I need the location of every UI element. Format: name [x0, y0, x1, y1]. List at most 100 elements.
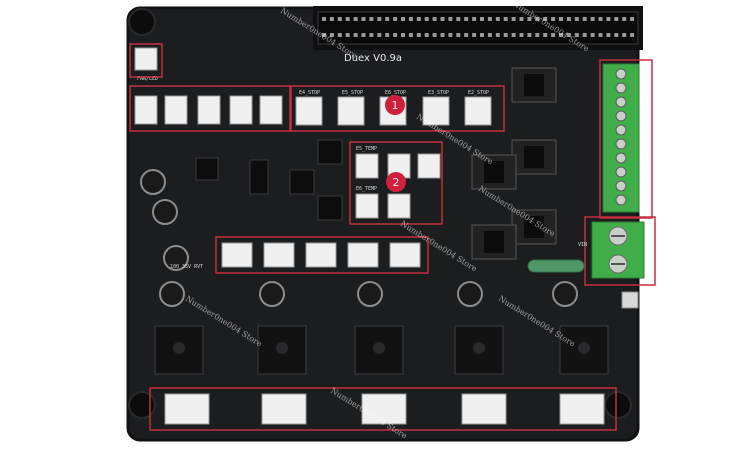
- header-pin: [440, 17, 445, 21]
- header-pin: [543, 33, 548, 37]
- endstop-label-5: E2_STOP: [468, 90, 489, 96]
- header-pin: [527, 17, 532, 21]
- header-pin: [606, 17, 611, 21]
- header-pin: [614, 17, 619, 21]
- header-pin: [574, 17, 579, 21]
- terminal-screw: [615, 82, 627, 94]
- endstop-connectors: [295, 96, 492, 126]
- endstop-label-1: E4_STOP: [299, 90, 320, 96]
- temp-connector: [355, 153, 379, 179]
- header-pin: [614, 33, 619, 37]
- svg-text:2: 2: [393, 176, 400, 189]
- motor-connector: [261, 393, 307, 425]
- fan-connector-2: [305, 242, 337, 268]
- small-ics: [195, 139, 343, 221]
- header-pin: [622, 17, 627, 21]
- header-pin: [551, 17, 556, 21]
- fan-connectors-row2: [221, 242, 421, 268]
- header-pin: [448, 17, 453, 21]
- terminal-screw: [615, 194, 627, 206]
- header-pin: [353, 33, 358, 37]
- header-pin: [408, 17, 413, 21]
- header-pin: [622, 33, 627, 37]
- vin-label: VIN: [578, 242, 587, 248]
- header-pin: [472, 33, 477, 37]
- driver-logo: [373, 342, 385, 354]
- header-pin: [574, 33, 579, 37]
- header-pin: [472, 17, 477, 21]
- driver-logo: [276, 342, 288, 354]
- header-pin: [361, 17, 366, 21]
- header-pin: [503, 33, 508, 37]
- header-pin: [432, 17, 437, 21]
- header-pin: [369, 33, 374, 37]
- endstop-label-4: E3_STOP: [428, 90, 449, 96]
- endstop-connector: [337, 96, 365, 126]
- driver-logo: [578, 342, 590, 354]
- header-pin: [345, 17, 350, 21]
- header-pin: [408, 33, 413, 37]
- terminal-screw: [615, 138, 627, 150]
- temp-connector: [355, 193, 379, 219]
- fan-connectors-row1: [134, 95, 283, 125]
- header-pin: [440, 33, 445, 37]
- header-pin: [590, 33, 595, 37]
- capacitor: [140, 169, 166, 195]
- header-pin: [598, 17, 603, 21]
- stepper-drivers: [154, 325, 609, 375]
- motor-connector: [559, 393, 605, 425]
- capacitor: [163, 245, 189, 271]
- header-pin: [416, 33, 421, 37]
- header-pin: [495, 17, 500, 21]
- fan-led-connector: [134, 47, 158, 71]
- header-pin: [322, 17, 326, 21]
- header-pin: [424, 33, 429, 37]
- header-pin: [480, 17, 484, 21]
- terminal-screw: [615, 124, 627, 136]
- mosfet-die: [484, 231, 504, 253]
- header-pin: [329, 17, 334, 21]
- endstop-label-3: E6_STOP: [385, 90, 406, 96]
- temp-connector: [417, 153, 441, 179]
- cap-text: 100 35V RVT: [170, 264, 203, 270]
- header-pin: [559, 33, 563, 37]
- fan-connector: [229, 95, 253, 125]
- temp-connector: [387, 193, 411, 219]
- header-pin: [401, 33, 405, 37]
- endstop-connector: [422, 96, 450, 126]
- motor-connector: [461, 393, 507, 425]
- capacitor: [152, 199, 178, 225]
- highlight-boxes: [129, 43, 656, 431]
- marker-2: 2: [386, 172, 406, 192]
- header-pin: [361, 33, 366, 37]
- capacitor: [159, 281, 185, 307]
- temp-label-1: E5_TEMP: [356, 146, 377, 152]
- header-pin: [432, 33, 437, 37]
- terminal-screw: [615, 68, 627, 80]
- header-pin: [337, 33, 342, 37]
- motor-connectors: [164, 393, 605, 425]
- header-pin: [464, 33, 469, 37]
- capacitor: [357, 281, 383, 307]
- header-pin: [559, 17, 563, 21]
- terminal-screw: [615, 96, 627, 108]
- header-pin: [456, 33, 461, 37]
- svg-text:1: 1: [392, 99, 399, 112]
- header-pin: [385, 17, 390, 21]
- temp-label-2: E6_TEMP: [356, 186, 377, 192]
- header-pin: [551, 33, 556, 37]
- mosfets: [471, 67, 557, 260]
- mosfet-die: [524, 74, 544, 96]
- mosfet-die: [524, 146, 544, 168]
- header-pin: [448, 33, 453, 37]
- header-pin: [582, 17, 587, 21]
- motor-connector: [361, 393, 407, 425]
- terminal-screw: [615, 110, 627, 122]
- header-pin: [519, 17, 524, 21]
- header-pin: [598, 33, 603, 37]
- capacitors: [140, 169, 578, 307]
- header-pins: [322, 17, 635, 37]
- ribbon-header: [313, 6, 643, 50]
- header-pin: [606, 33, 611, 37]
- fan-connector: [134, 95, 158, 125]
